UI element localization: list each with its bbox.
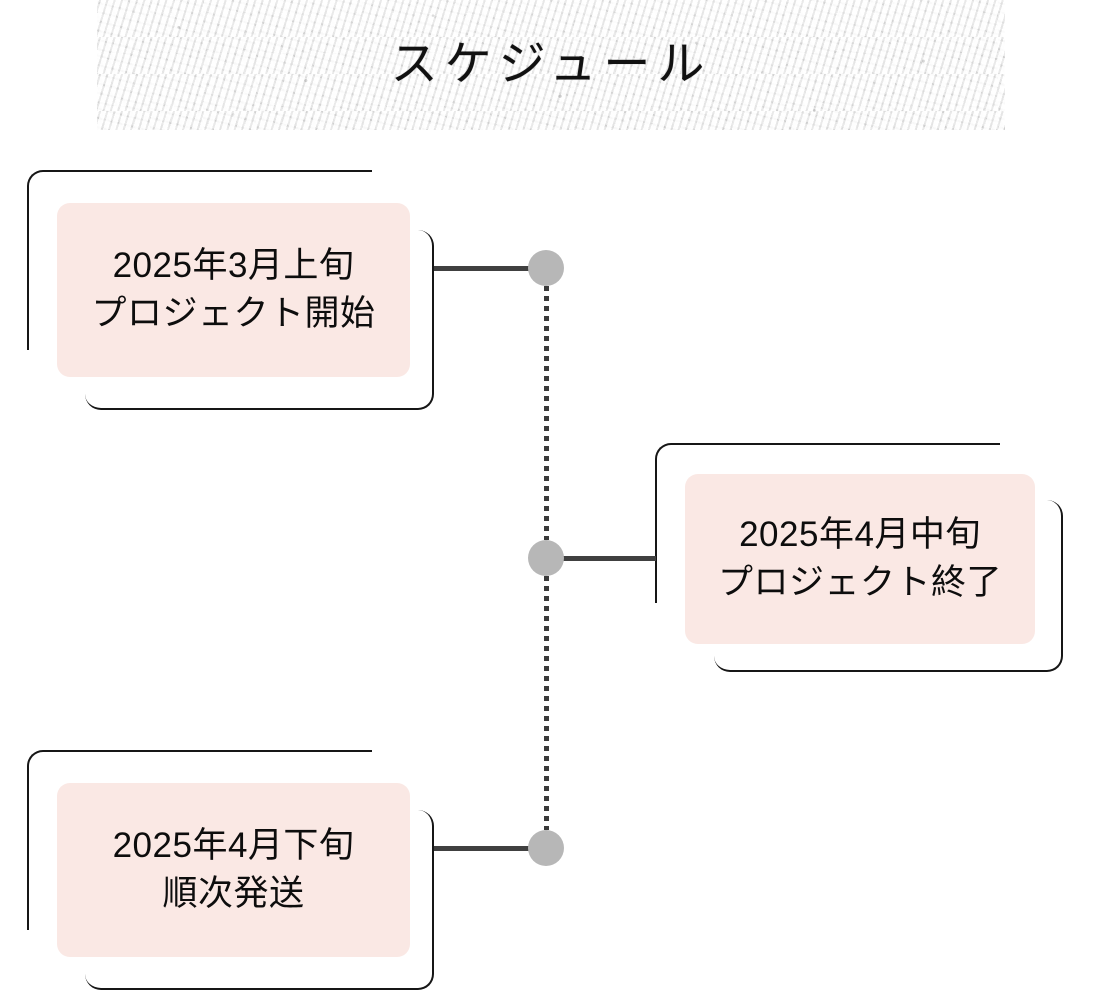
card-3-back-bracket	[27, 750, 372, 930]
card-2-front-bracket	[714, 500, 1063, 672]
card-3-connector	[434, 846, 546, 851]
card-1-back-bracket	[27, 170, 372, 350]
timeline-spine-upper	[544, 286, 549, 540]
card-2-connector	[560, 556, 656, 561]
card-1-connector	[434, 266, 546, 271]
card-2-date: 2025年4月中旬	[739, 514, 981, 554]
card-2-panel[interactable]: 2025年4月中旬 プロジェクト終了	[685, 474, 1035, 644]
card-1-panel[interactable]: 2025年3月上旬 プロジェクト開始	[57, 203, 410, 377]
card-1-date: 2025年3月上旬	[112, 245, 355, 285]
card-1-front-bracket	[85, 230, 434, 410]
timeline-node-1[interactable]	[528, 250, 564, 286]
card-3-date: 2025年4月下旬	[112, 825, 355, 865]
card-3-event: 順次発送	[162, 874, 305, 913]
card-2-back-bracket	[655, 443, 1000, 603]
card-3-front-bracket	[85, 810, 434, 990]
card-1-event: プロジェクト開始	[91, 294, 376, 333]
timeline-node-3[interactable]	[528, 830, 564, 866]
card-3-panel[interactable]: 2025年4月下旬 順次発送	[57, 783, 410, 957]
page-title: スケジュール	[390, 38, 712, 91]
card-2-event: プロジェクト終了	[717, 563, 1002, 602]
timeline-node-2[interactable]	[528, 540, 564, 576]
timeline-spine-lower	[544, 576, 549, 830]
header-band: スケジュール	[97, 0, 1005, 130]
